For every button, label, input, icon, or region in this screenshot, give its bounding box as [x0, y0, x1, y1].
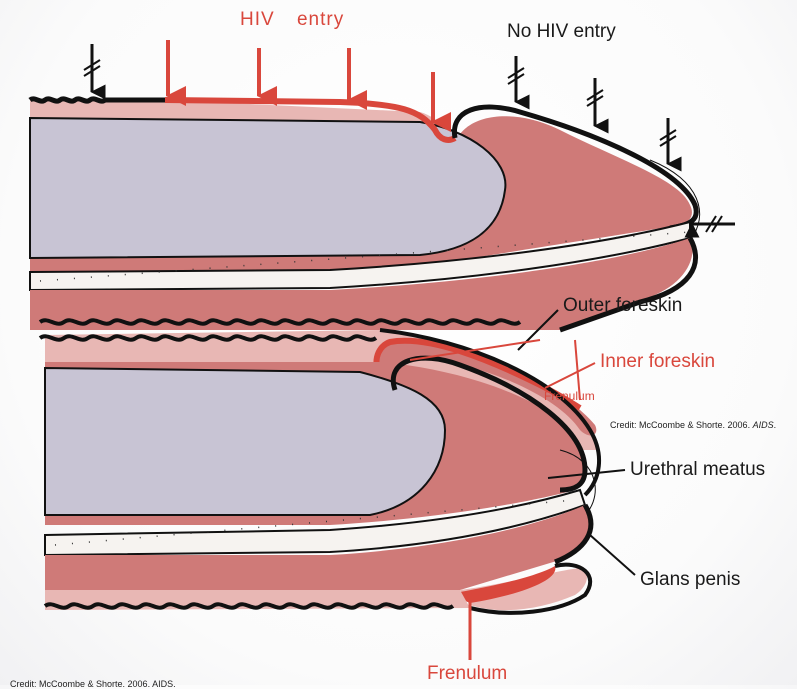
blocked-arrow-1 — [84, 44, 100, 92]
bottom-panel — [40, 330, 600, 613]
hiv-entry-label: HIV entry — [240, 10, 344, 29]
hiv-word: HIV — [240, 9, 275, 30]
inner-foreskin-leader — [545, 363, 595, 388]
credit-text: Credit: McCoombe & Shorte. 2006. — [610, 420, 753, 430]
blocked-arrow-3 — [587, 78, 603, 126]
frenulum-label: Frenulum — [427, 664, 507, 683]
frenulum-small-label: Frenulum — [544, 390, 595, 402]
bottom-bottom-wavy — [45, 604, 453, 607]
top-bottom-wavy — [40, 320, 520, 323]
inner-foreskin-label: Inner foreskin — [600, 352, 715, 371]
blocked-arrow-2 — [508, 56, 524, 102]
blocked-arrow-4 — [660, 118, 676, 164]
glans-penis-label: Glans penis — [640, 570, 740, 589]
urethral-meatus-label: Urethral meatus — [630, 460, 765, 479]
credit-end: . — [774, 420, 777, 430]
credit-journal: AIDS — [753, 420, 774, 430]
glans-penis-leader — [590, 535, 635, 575]
top-outline-skin — [30, 99, 165, 101]
bottom-shaft-core — [45, 368, 445, 515]
outer-foreskin-label: Outer foreskin — [563, 296, 682, 315]
top-shaft-core — [30, 118, 505, 258]
credit-bottom-label: Credit: McCoombe & Shorte. 2006. AIDS. — [10, 679, 176, 689]
no-hiv-entry-label: No HIV entry — [507, 22, 616, 41]
entry-word: entry — [297, 9, 344, 30]
blocked-arrow-5 — [692, 216, 735, 232]
credit-label: Credit: McCoombe & Shorte. 2006. AIDS. — [610, 420, 776, 430]
